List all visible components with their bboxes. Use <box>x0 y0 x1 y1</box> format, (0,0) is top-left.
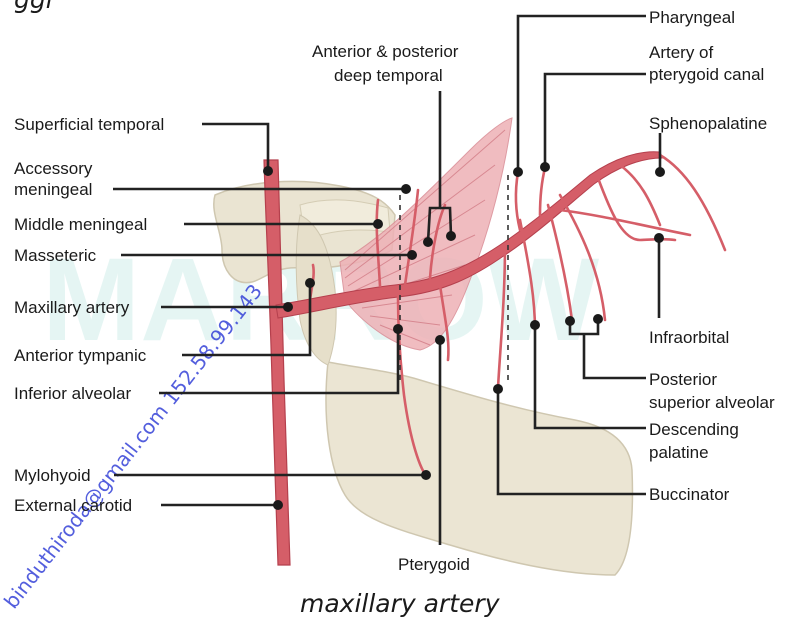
label-posterior-superior-alveolar-line2: superior alveolar <box>649 393 775 412</box>
label-infraorbital: Infraorbital <box>649 328 729 347</box>
label-deep-temporal-line2: deep temporal <box>334 66 443 85</box>
label-middle-meningeal: Middle meningeal <box>14 215 147 234</box>
label-pterygoid-canal-line2: pterygoid canal <box>649 65 764 84</box>
label-buccinator: Buccinator <box>649 485 730 504</box>
label-inferior-alveolar: Inferior alveolar <box>14 384 132 403</box>
label-superficial-temporal: Superficial temporal <box>14 115 164 134</box>
label-descending-palatine-line2: palatine <box>649 443 709 462</box>
label-external-carotid: External carotid <box>14 496 132 515</box>
label-pterygoid: Pterygoid <box>398 555 470 574</box>
label-sphenopalatine: Sphenopalatine <box>649 114 767 133</box>
label-maxillary-artery: Maxillary artery <box>14 298 130 317</box>
label-mylohyoid: Mylohyoid <box>14 466 91 485</box>
label-deep-temporal-line1: Anterior & posterior <box>312 42 459 61</box>
label-posterior-superior-alveolar-line1: Posterior <box>649 370 717 389</box>
caption-maxillary-artery: maxillary artery <box>300 589 501 618</box>
partial-title: ggi <box>14 0 53 14</box>
label-pharyngeal: Pharyngeal <box>649 8 735 27</box>
label-masseteric: Masseteric <box>14 246 97 265</box>
label-pterygoid-canal-line1: Artery of <box>649 43 714 62</box>
label-accessory-meningeal-line1: Accessory <box>14 159 93 178</box>
label-accessory-meningeal-line2: meningeal <box>14 180 92 199</box>
label-descending-palatine-line1: Descending <box>649 420 739 439</box>
label-anterior-tympanic: Anterior tympanic <box>14 346 147 365</box>
